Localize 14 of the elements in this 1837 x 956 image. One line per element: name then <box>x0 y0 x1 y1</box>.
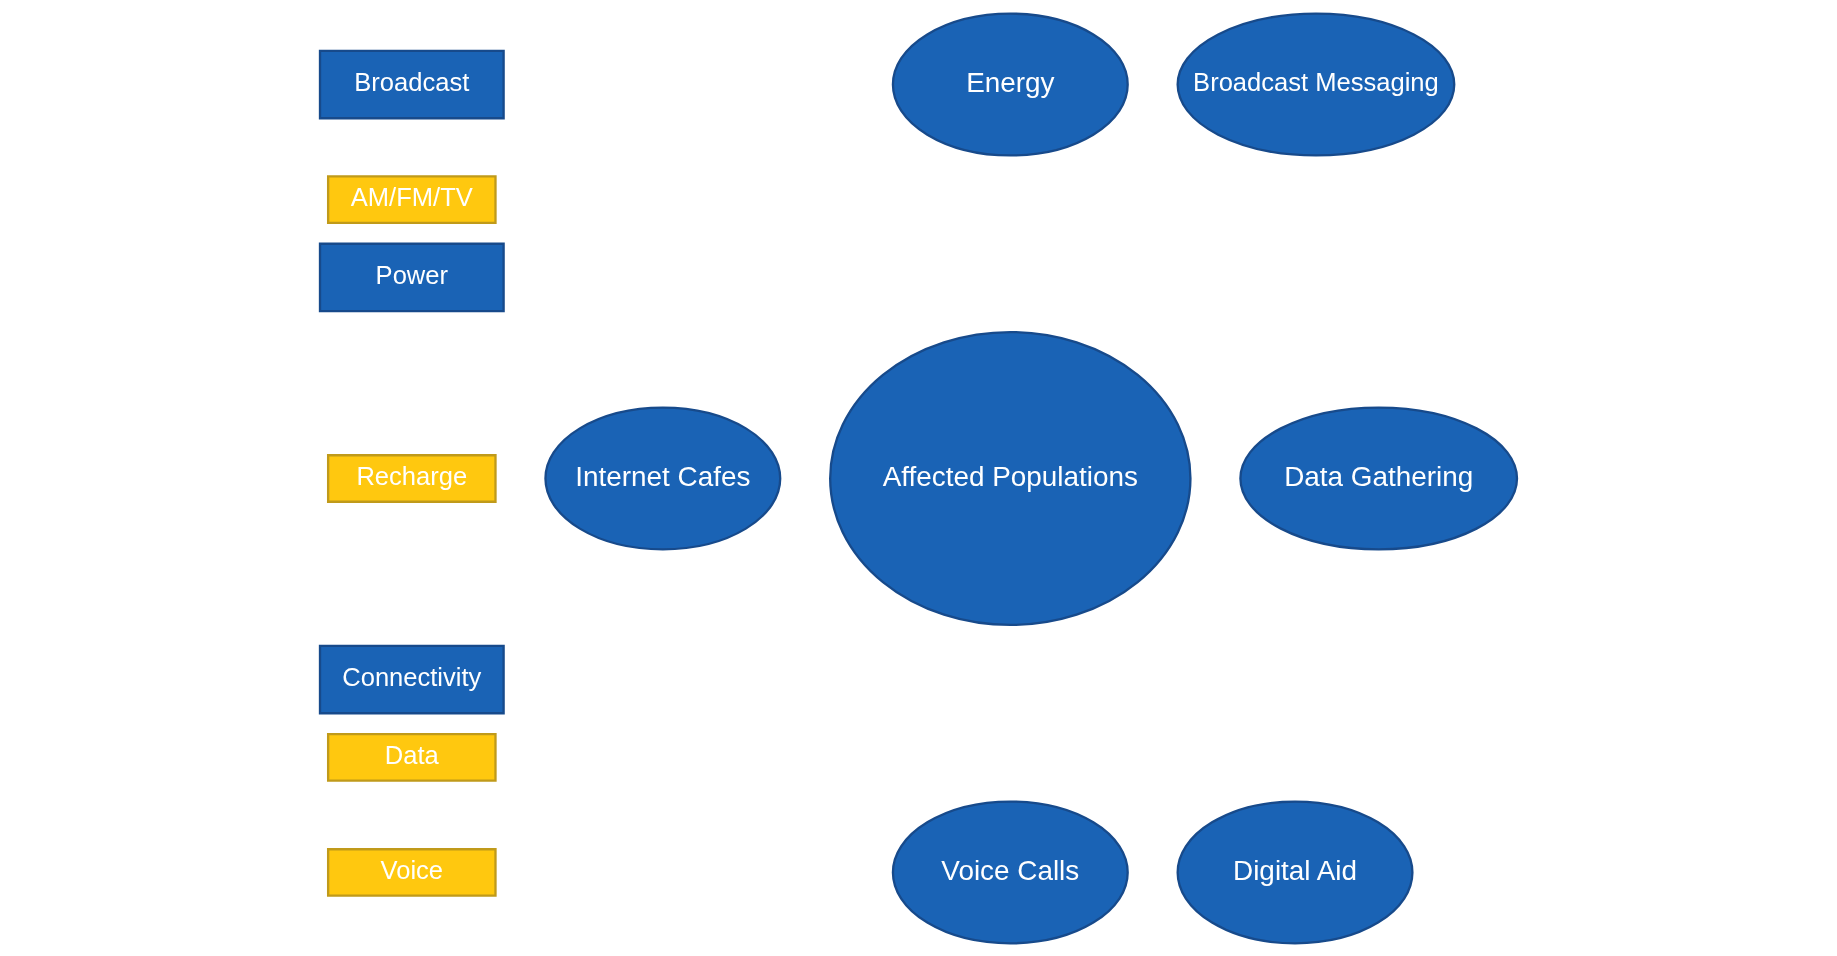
node-ellipse: Broadcast Messaging <box>1176 12 1456 157</box>
node-box: Data <box>326 732 497 782</box>
node-ellipse: Affected Populations <box>829 330 1192 626</box>
node-ellipse: Internet Cafes <box>544 405 782 551</box>
node-box: AM/FM/TV <box>326 174 497 224</box>
node-ellipse: Digital Aid <box>1176 799 1414 944</box>
node-box: Voice <box>326 847 497 897</box>
node-box: Recharge <box>326 453 497 503</box>
node-ellipse: Energy <box>891 12 1129 157</box>
node-box: Connectivity <box>318 644 505 714</box>
node-box: Broadcast <box>318 49 505 119</box>
node-box: Power <box>318 242 505 312</box>
node-ellipse: Data Gathering <box>1239 405 1519 551</box>
node-ellipse: Voice Calls <box>891 799 1129 944</box>
